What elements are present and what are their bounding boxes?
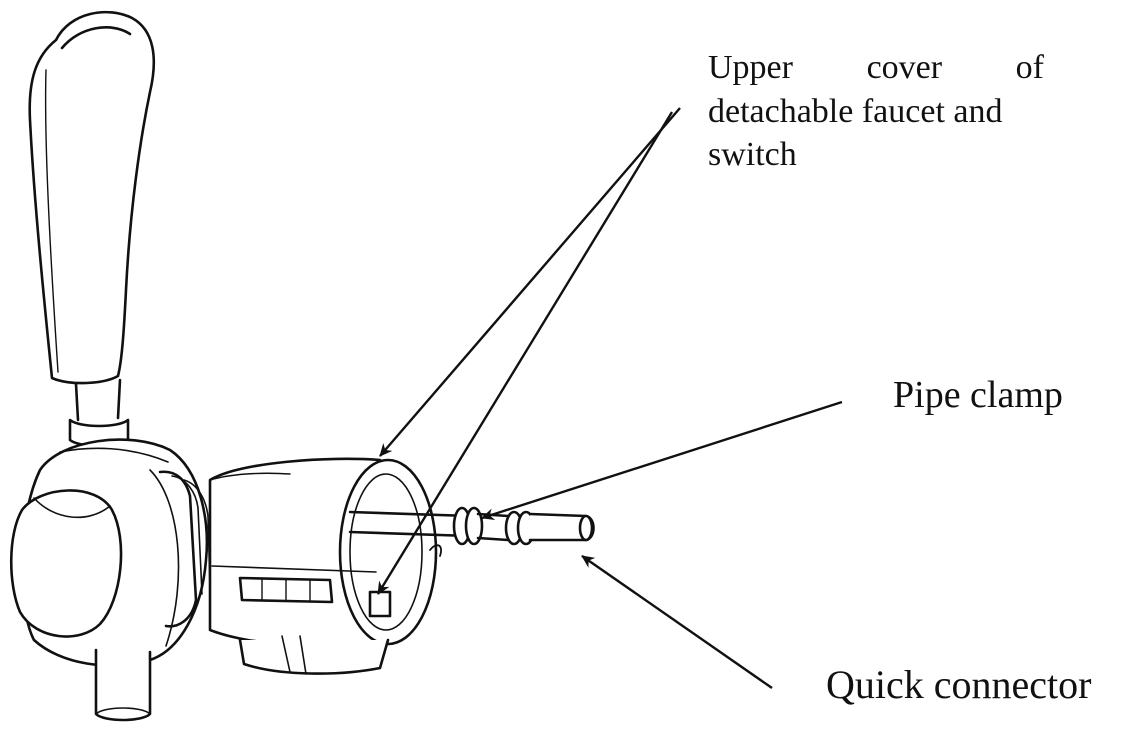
label-upper-cover-line2: detachable faucet and — [708, 92, 1003, 130]
coupling-rings — [158, 470, 211, 628]
pipe-clamp-ring — [429, 506, 484, 557]
faucet-spout — [94, 648, 152, 722]
arrow-quick-connector — [581, 555, 773, 689]
label-pipe-clamp: Pipe clamp — [893, 374, 1063, 416]
label-quick-connector: Quick connector — [826, 662, 1092, 707]
switch-block — [238, 576, 392, 675]
quick-connector-part — [476, 510, 595, 546]
label-upper-cover-line3: switch — [708, 136, 797, 174]
arrow-upper-cover-2 — [376, 111, 674, 595]
label-word-upper: Upper — [708, 49, 793, 86]
faucet-handle — [28, 10, 156, 385]
arrow-pipe-clamp — [481, 400, 843, 521]
label-upper-cover-line1: Upper cover of — [708, 46, 1044, 90]
label-upper-cover: Upper cover of detachable faucet and swi… — [708, 46, 1044, 177]
inner-pipe — [348, 510, 472, 538]
faucet-stem — [68, 378, 130, 448]
label-word-cover: cover — [866, 49, 943, 86]
label-word-of: of — [1015, 49, 1044, 86]
side-knob — [9, 489, 123, 638]
arrow-upper-cover-1 — [379, 107, 681, 457]
upper-cover-cylinder — [208, 457, 438, 647]
